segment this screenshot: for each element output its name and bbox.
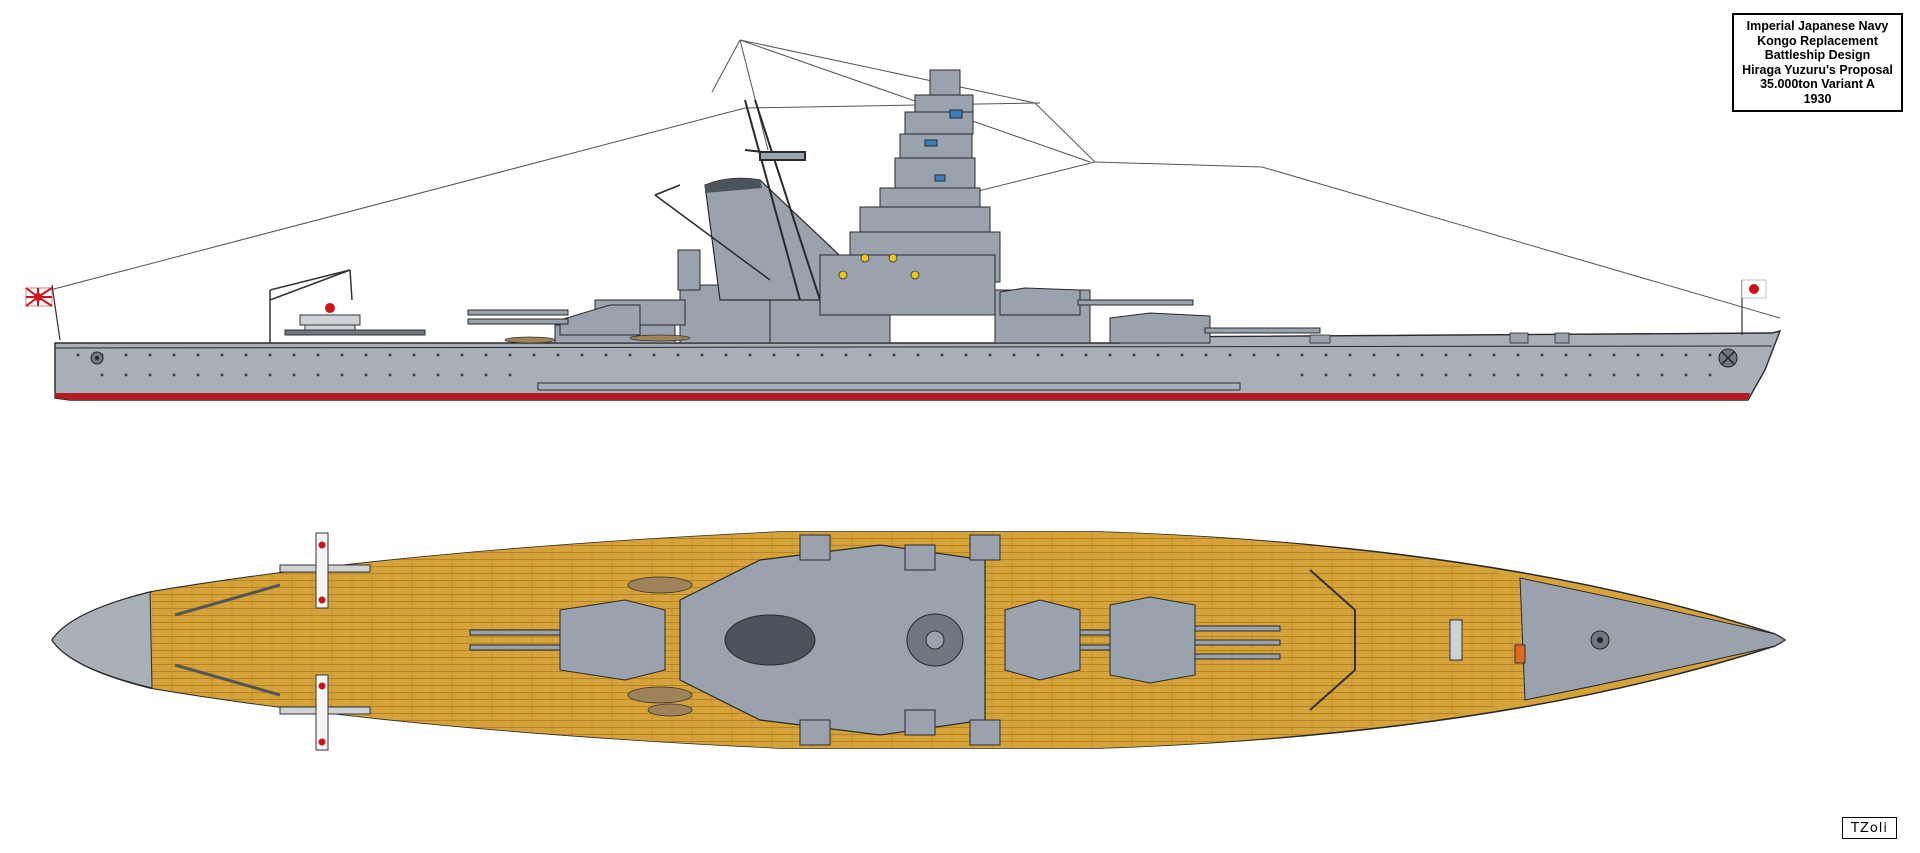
forward-turret-side-a — [999, 287, 1194, 316]
funnel-cap — [705, 178, 762, 193]
catapult-floatplane — [284, 303, 426, 336]
title-line-6: 1930 — [1803, 91, 1832, 106]
armor-belt — [537, 382, 1241, 391]
catapult-rails — [174, 583, 281, 697]
stern-crest-icon — [1718, 348, 1738, 368]
floatplane-top-port — [279, 532, 371, 609]
aircraft-crane — [269, 269, 353, 343]
aft-launches — [504, 334, 691, 344]
mast-boom — [654, 184, 771, 281]
bow-steel-deck — [1519, 577, 1786, 701]
forward-gear — [1309, 332, 1570, 344]
chrysanthemum-crest-icon — [90, 351, 104, 365]
aft-turret-top — [469, 599, 666, 681]
anchor-gear — [1514, 644, 1526, 664]
main-mast — [744, 99, 821, 301]
title-line-3: Battleship Design — [1764, 48, 1871, 62]
artist-signature: TZoli — [1842, 817, 1897, 839]
aft-gun-turret-side — [467, 304, 641, 336]
hinomaru-jack-icon — [1741, 279, 1767, 335]
floatplane-top-starboard — [279, 674, 371, 751]
stern-steel-deck — [51, 591, 153, 689]
deck-line — [54, 345, 1773, 349]
title-line-2: Kongo Replacement — [1757, 33, 1878, 48]
capstan-icon — [1590, 630, 1610, 650]
side-profile — [25, 39, 1782, 401]
breakwater — [1309, 569, 1356, 711]
side-hull-portholes-aft — [1290, 372, 1730, 382]
boot-topping — [55, 393, 1750, 400]
top-plan — [51, 531, 1787, 751]
forward-turret-top-b — [1109, 596, 1281, 684]
secondary-mounts-top — [799, 534, 1001, 746]
side-hull-portholes — [70, 352, 1720, 362]
searchlights — [838, 253, 920, 280]
rigging-wires — [49, 39, 1781, 319]
boats-top — [627, 576, 693, 717]
funnel-top — [724, 614, 816, 666]
title-line-4: Hiraga Yuzuru's Proposal — [1742, 62, 1893, 77]
title-line-1: Imperial Japanese Navy — [1746, 19, 1889, 33]
rising-sun-ensign-icon — [25, 284, 61, 341]
title-block: Imperial Japanese Navy Kongo Replacement… — [1732, 13, 1903, 112]
forward-turret-side-b — [1109, 312, 1321, 344]
side-hull-portholes-lower — [90, 372, 530, 382]
pagoda-tower — [849, 69, 1001, 283]
deck-hatch — [1449, 619, 1463, 661]
title-line-5: 35.000ton Variant A — [1760, 77, 1875, 91]
